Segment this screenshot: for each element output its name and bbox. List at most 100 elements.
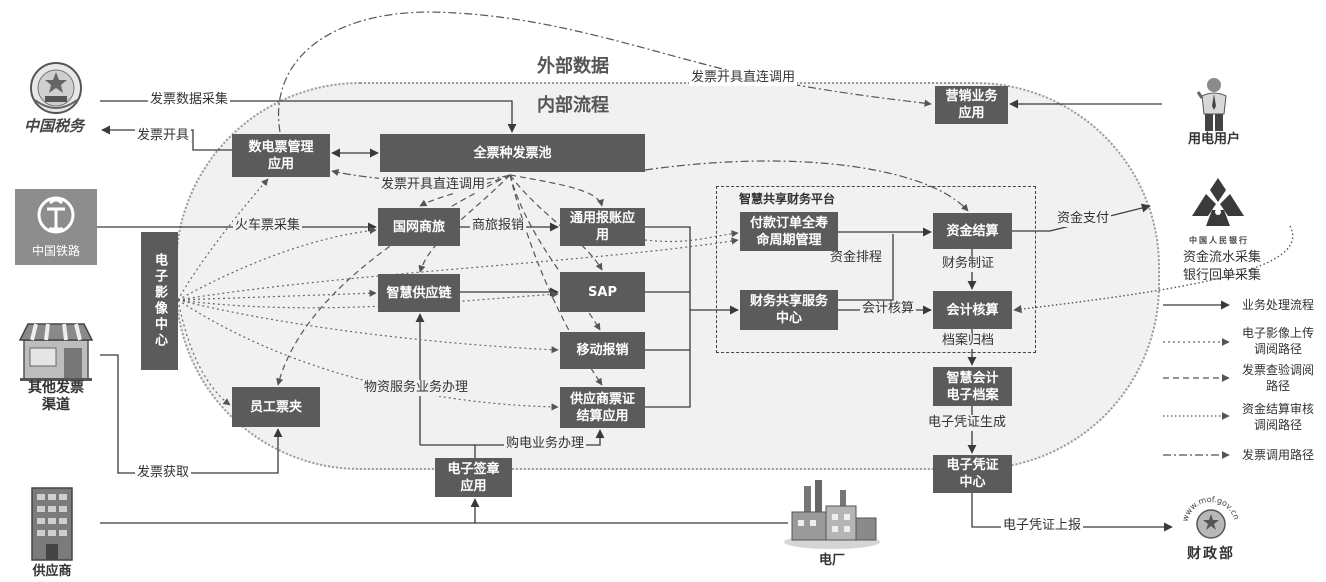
flow-fund-payment [1012, 203, 1151, 232]
image-dianpiao [177, 178, 269, 301]
image-sap [177, 290, 559, 309]
edge-label-fund-schedule: 资金排程 [828, 250, 885, 266]
storefront-icon [14, 318, 98, 382]
legend-label: 发票调用路径 [1241, 448, 1314, 462]
legend-item-image-path: 电子影像上传 调阅路径 [1234, 325, 1322, 357]
legend-label: 调阅路径 [1253, 418, 1302, 432]
edge-label-finance-voucher: 财务制证 [940, 256, 997, 272]
flow-settle-shared [645, 305, 739, 408]
railway-label: 中国铁路 [31, 244, 80, 258]
box-employee-wallet[interactable]: 员工票夹 [232, 387, 320, 427]
factory-icon [782, 476, 882, 550]
flow-voucher-report [971, 493, 1173, 532]
external-data-title: 外部数据 [537, 56, 609, 77]
legend-label: 调阅路径 [1253, 342, 1302, 356]
box-e-archive[interactable]: 智慧会计 电子档案 [933, 367, 1012, 406]
power-plant-label: 电厂 [818, 553, 845, 568]
platform-title: 智慧共享财务平台 [739, 192, 836, 206]
edge-label-fund-payment: 资金支付 [1055, 211, 1112, 227]
box-mobile-reimbursement[interactable]: 移动报销 [560, 332, 645, 369]
other-channels-label-line: 渠道 [42, 397, 70, 413]
edge-label-fund-flow-collection: 资金流水采集 [1183, 250, 1262, 265]
box-payment-order[interactable]: 付款订单全寿 命周期管理 [740, 212, 838, 251]
other-channels-label-line: 其他发票 [28, 380, 84, 396]
mof-emblem-icon: www.mof.gov.cn [1175, 490, 1247, 548]
railway-logo-tile: 中国铁路 [15, 189, 97, 265]
box-label: SAP [588, 284, 617, 300]
edge-label-travel-reimburse: 商旅报销 [470, 218, 527, 234]
box-marketing[interactable]: 营销业务 应用 [935, 86, 1008, 124]
edge-label-train-ticket: 火车票采集 [233, 218, 303, 234]
box-fund-settlement[interactable]: 资金结算 [933, 213, 1012, 249]
box-invoice-pool[interactable]: 全票种发票池 [380, 134, 645, 172]
box-supplier-settlement[interactable]: 供应商票证 结算应用 [560, 387, 645, 428]
legend-label: 资金结算审核 [1241, 402, 1314, 416]
box-label: 电子影像中心 [152, 253, 167, 349]
box-label: 用 [595, 228, 609, 243]
box-esign[interactable]: 电子签章 应用 [435, 458, 512, 497]
call-dianpiao-marketing [278, 11, 932, 133]
box-shared-service-center[interactable]: 财务共享服务 中心 [740, 290, 838, 330]
tax-logo-text: 中国税务 [24, 117, 85, 135]
flow-reimb-shared [645, 226, 691, 310]
box-label: 电子签章 [447, 461, 500, 477]
legend-label: 电子影像上传 [1241, 326, 1314, 340]
call-pool-fund [644, 160, 969, 212]
tax-emblem-icon [15, 60, 97, 116]
legend-item-invoice-verify: 发票查验调阅 路径 [1234, 362, 1322, 394]
image-travel [177, 227, 377, 301]
verify-reimb [509, 174, 604, 207]
verify-settle [509, 174, 603, 386]
box-label: 全票种发票池 [473, 145, 552, 161]
image-supply [177, 289, 377, 301]
box-label: 付款订单全寿 [749, 215, 828, 231]
edge-label-material-service: 物资服务业务办理 [362, 380, 471, 396]
box-label: 智慧供应链 [386, 285, 452, 301]
box-label: 智慧会计 [946, 370, 999, 386]
box-label: 资金结算 [946, 223, 999, 239]
box-label: 移动报销 [576, 343, 629, 358]
flow-power-purchase [420, 429, 605, 446]
audit-bank-accounting [1013, 225, 1294, 314]
box-label: 电子凭证 [946, 458, 999, 473]
box-label: 数电票管理 [248, 139, 314, 155]
box-label: 应用 [267, 156, 294, 172]
other-channels-label: 其他发票 渠道 [15, 380, 97, 414]
edge-label-direct-call-inner: 发票开具直连调用 [379, 177, 488, 193]
box-label: 员工票夹 [249, 399, 302, 415]
flow-invoice-obtain [100, 354, 283, 474]
box-reimbursement[interactable]: 通用报账应 用 [560, 208, 645, 246]
edge-label-invoice-obtain: 发票获取 [135, 465, 192, 481]
box-e-voucher-center[interactable]: 电子凭证 中心 [933, 455, 1012, 493]
image-reimb-payment [644, 230, 739, 243]
box-label: 国网商旅 [392, 219, 445, 235]
box-label: 电子档案 [946, 387, 999, 403]
box-label: 通用报账应 [569, 211, 635, 226]
box-label: 中心 [775, 311, 802, 326]
box-travel[interactable]: 国网商旅 [378, 208, 460, 246]
legend-label: 发票查验调阅 [1241, 363, 1314, 377]
box-label: 应用 [460, 478, 487, 494]
legend-item-business-flow: 业务处理流程 [1234, 297, 1322, 313]
box-label: 会计核算 [946, 302, 999, 318]
flow-fund-schedule [838, 234, 894, 301]
edge-label-invoice-issue: 发票开具 [135, 128, 192, 144]
box-image-center[interactable]: 电子影像中心 [141, 232, 178, 370]
image-payment-order [177, 237, 739, 301]
box-sap[interactable]: SAP [560, 272, 645, 312]
edge-label-voucher-generate: 电子凭证生成 [926, 415, 1009, 431]
verify-mobile [509, 174, 601, 331]
box-label: 中心 [959, 475, 986, 490]
supplier-label: 供应商 [32, 564, 72, 579]
image-mobile [177, 299, 559, 354]
box-accounting[interactable]: 会计核算 [933, 291, 1012, 329]
box-supply-chain[interactable]: 智慧供应链 [378, 274, 460, 312]
edge-label-voucher-report: 电子凭证上报 [1001, 518, 1084, 534]
edge-label-direct-call-top: 发票开具直连调用 [689, 70, 798, 86]
legend-label: 业务处理流程 [1241, 298, 1314, 312]
box-label: 供应商票证 [569, 391, 635, 407]
box-dianpiao-management[interactable]: 数电票管理 应用 [232, 134, 330, 177]
box-label: 财务共享服务 [749, 294, 828, 309]
edge-label-bank-receipt-collection: 银行回单采集 [1183, 268, 1262, 283]
